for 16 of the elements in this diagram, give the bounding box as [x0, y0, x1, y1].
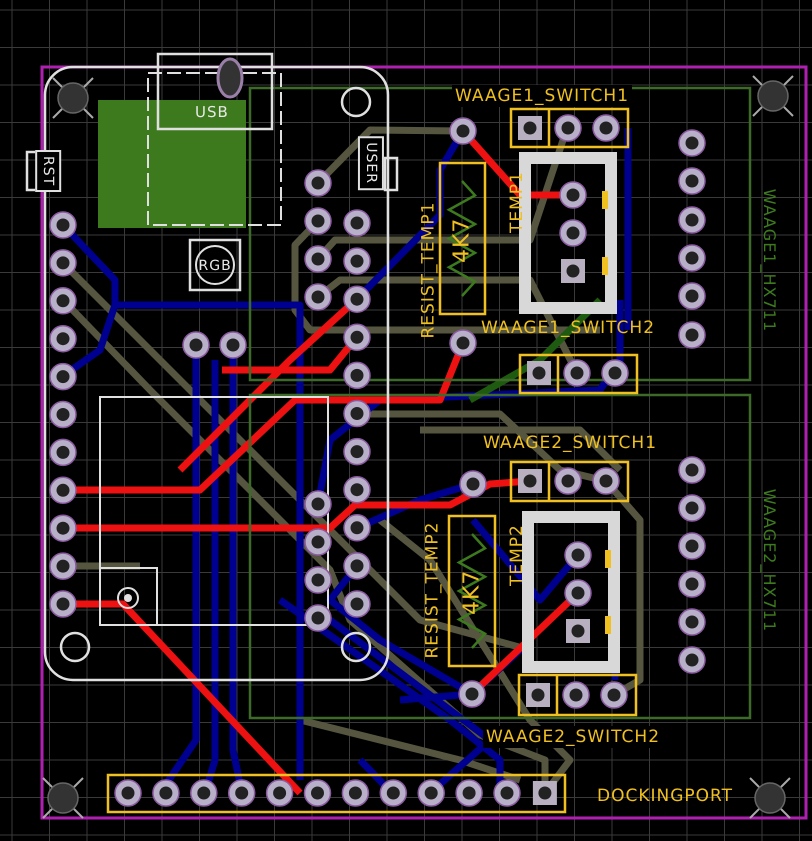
silkscreen-label: RGB [198, 257, 232, 276]
component-label: WAAGE1_SWITCH1 [452, 85, 632, 108]
component-label: WAAGE1_HX711 [758, 188, 778, 332]
component-label: WAAGE2_HX711 [758, 488, 778, 632]
component-label: DOCKINGPORT [597, 785, 733, 808]
component-label: WAAGE2_SWITCH1 [483, 432, 658, 454]
component-label: TEMP1 [506, 171, 528, 233]
component-label: RESIST_TEMP1 [416, 202, 439, 338]
silkscreen-label: USB [195, 103, 229, 122]
component-value: 4K7 [458, 569, 485, 614]
component-label: WAAGE1_SWITCH2 [481, 317, 656, 340]
component-value: 4K7 [448, 217, 475, 262]
component-label: TEMP2 [506, 524, 528, 586]
component-label: RESIST_TEMP2 [420, 522, 443, 658]
silkscreen-label: USER [358, 136, 384, 190]
silkscreen-label: RST [35, 150, 62, 192]
